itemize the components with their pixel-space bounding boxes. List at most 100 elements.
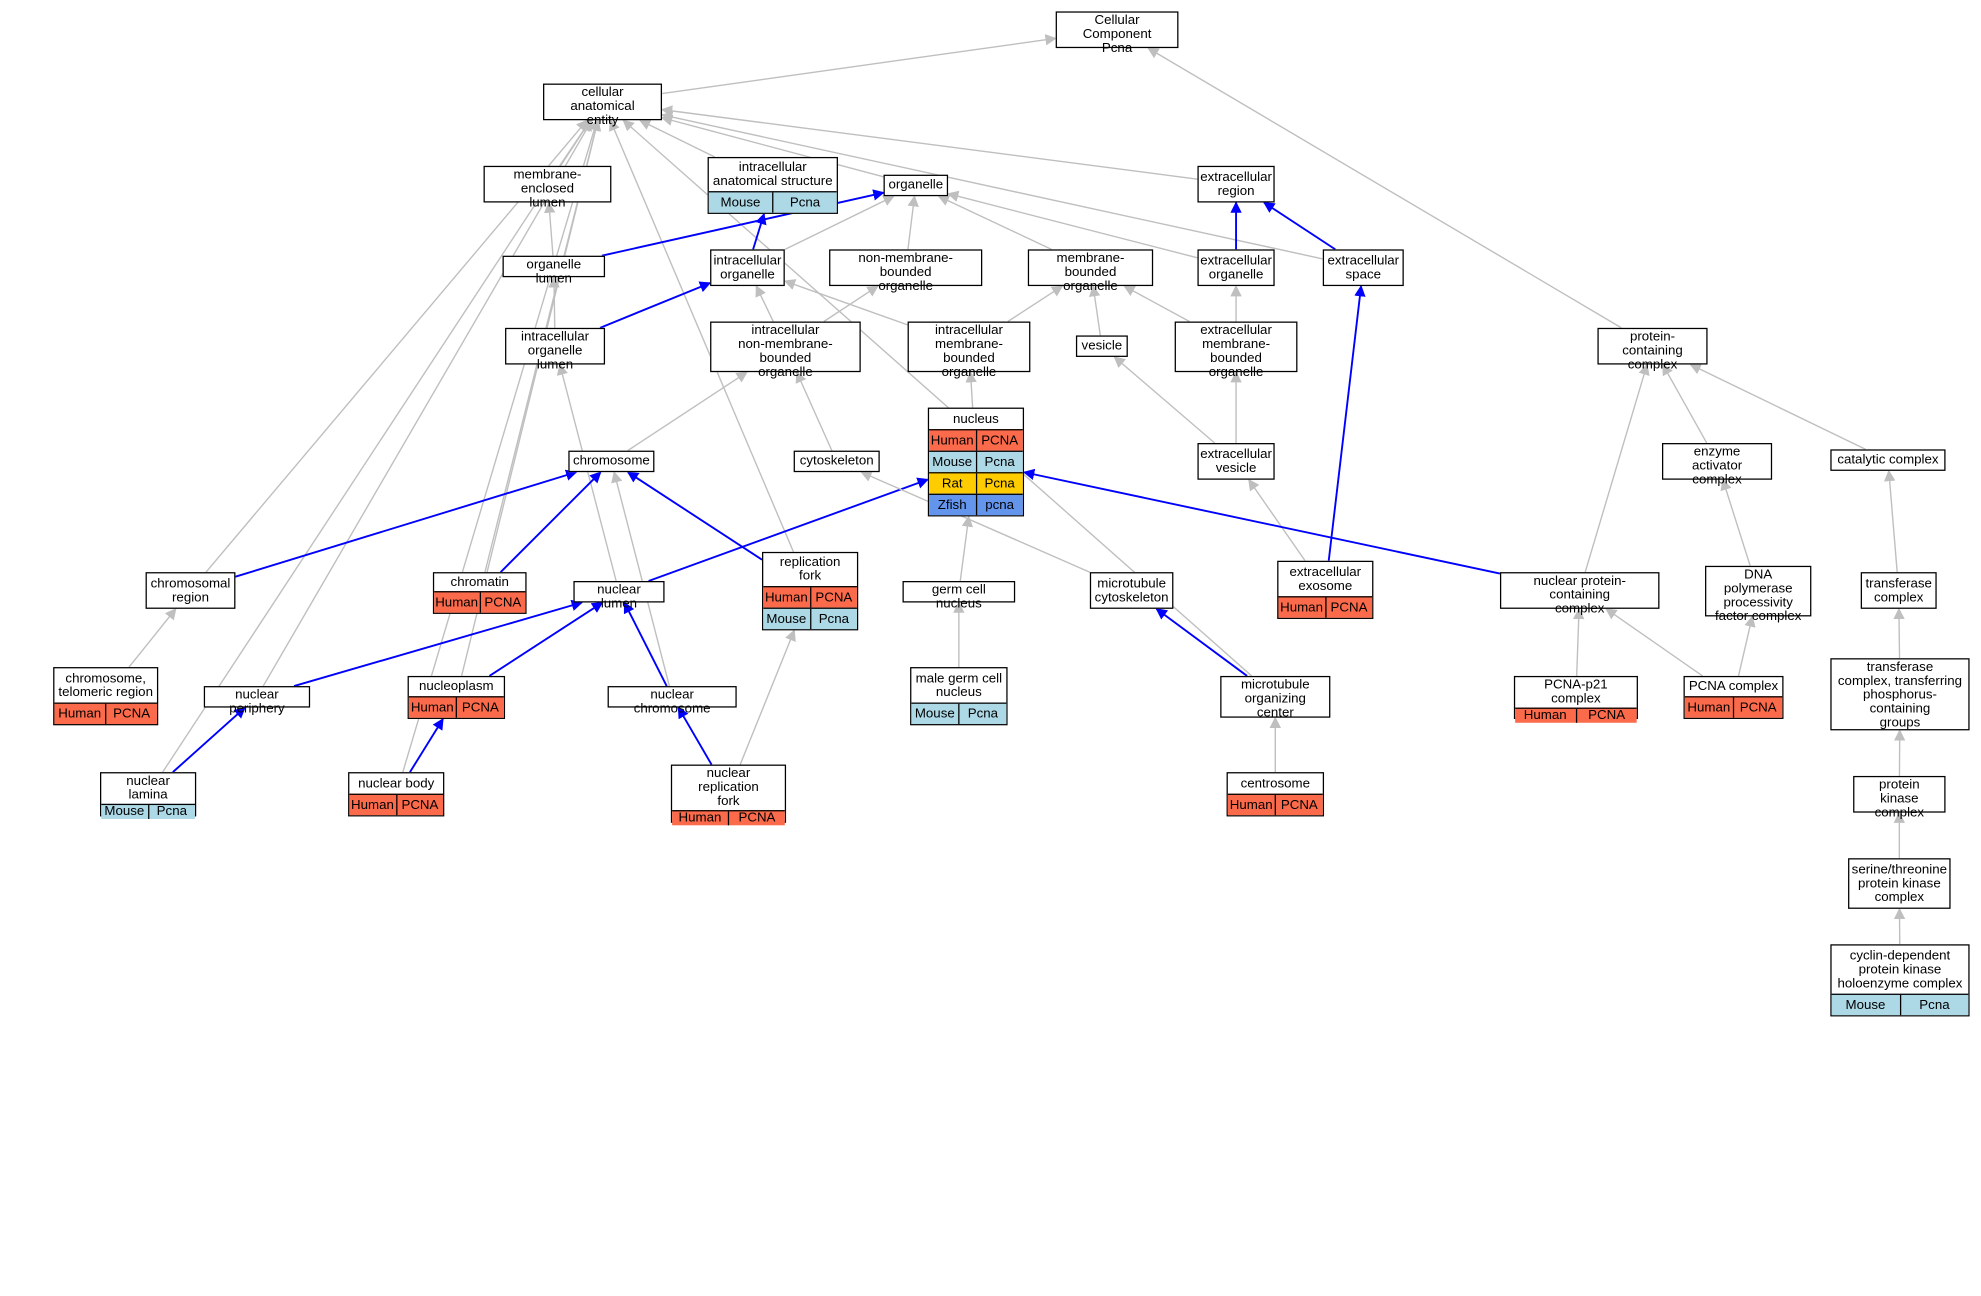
term-node-tc[interactable]: transferase complex	[1861, 572, 1937, 609]
term-node-embo[interactable]: extracellular membrane-bounded organelle	[1175, 322, 1298, 373]
species-name: Human	[672, 811, 728, 825]
term-label: nuclear replication fork	[672, 766, 785, 810]
term-node-cr[interactable]: chromosomal region	[146, 572, 236, 609]
species-name: Human	[763, 587, 809, 607]
term-node-cat[interactable]: catalytic complex	[1830, 449, 1945, 471]
term-node-vesicle[interactable]: vesicle	[1076, 335, 1128, 357]
term-label: extracellular membrane-bounded organelle	[1176, 323, 1296, 381]
term-label: replication fork	[763, 553, 857, 586]
term-label: cellular anatomical entity	[544, 85, 660, 129]
term-label: chromosome, telomeric region	[54, 668, 157, 702]
term-node-imbo[interactable]: intracellular membrane-bounded organelle	[908, 322, 1031, 373]
term-node-mbo[interactable]: membrane-bounded organelle	[1028, 249, 1153, 286]
term-node-ol[interactable]: organelle lumen	[503, 256, 606, 278]
term-label: nucleus	[929, 409, 1023, 429]
edge-chromatin-to-chromosome	[501, 472, 601, 572]
term-label: transferase complex	[1862, 573, 1935, 607]
term-node-pcc[interactable]: protein-containing complex	[1597, 328, 1707, 365]
term-node-io[interactable]: intracellular organelle	[710, 249, 785, 286]
edge-np-to-nl	[294, 603, 582, 687]
term-node-cdk[interactable]: cyclin-dependent protein kinase holoenzy…	[1830, 944, 1969, 1016]
term-node-cc[interactable]: Cellular Component Pcna	[1056, 11, 1179, 48]
term-node-chromosome[interactable]: chromosome	[568, 451, 654, 473]
term-label: cytoskeleton	[795, 452, 879, 471]
term-node-moc[interactable]: microtubule organizing center	[1220, 676, 1330, 718]
gene-symbol: Pcna	[147, 805, 194, 819]
edge-exo-to-es	[1329, 286, 1361, 561]
term-label: chromosome	[570, 452, 654, 471]
edge-moc-to-mtc	[1156, 609, 1247, 676]
gene-symbol: PCNA	[975, 430, 1022, 450]
term-node-nmbo[interactable]: non-membrane-bounded organelle	[829, 249, 982, 286]
species-name: Human	[349, 795, 395, 815]
gene-symbol: Pcna	[975, 452, 1022, 472]
gene-symbol: Pcna	[975, 473, 1022, 493]
term-node-iol[interactable]: intracellular organelle lumen	[505, 328, 605, 365]
term-label: nuclear lumen	[575, 582, 664, 612]
term-node-gcn[interactable]: germ cell nucleus	[903, 581, 1016, 603]
term-label: non-membrane-bounded organelle	[830, 251, 981, 295]
term-node-ev[interactable]: extracellular vesicle	[1197, 443, 1274, 480]
species-name: Mouse	[1832, 995, 1900, 1015]
species-name: Human	[1278, 597, 1324, 617]
edge-ctr-to-cr	[129, 609, 176, 667]
edge-rf-to-chromosome	[628, 472, 762, 560]
edge-p21-to-npc	[1577, 609, 1579, 676]
term-node-organelle[interactable]: organelle	[884, 175, 949, 197]
term-node-cytoskeleton[interactable]: cytoskeleton	[794, 451, 880, 473]
term-label: microtubule cytoskeleton	[1091, 573, 1172, 607]
term-node-es[interactable]: extracellular space	[1323, 249, 1404, 286]
term-node-eo[interactable]: extracellular organelle	[1197, 249, 1274, 286]
edge-nc-to-chromosome	[614, 472, 669, 686]
term-node-cae[interactable]: cellular anatomical entity	[543, 84, 662, 121]
term-node-nc[interactable]: nuclear chromosome	[608, 686, 737, 708]
term-node-stpk[interactable]: serine/threonine protein kinase complex	[1848, 858, 1951, 909]
term-node-npc[interactable]: nuclear protein-containing complex	[1500, 572, 1659, 609]
term-label: nuclear lamina	[101, 773, 195, 803]
term-node-mtc[interactable]: microtubule cytoskeleton	[1090, 572, 1174, 609]
term-node-nl[interactable]: nuclear lumen	[573, 581, 664, 603]
gene-symbol: Pcna	[772, 192, 837, 212]
term-label: chromosomal region	[147, 573, 234, 607]
term-node-np[interactable]: nuclear periphery	[204, 686, 310, 708]
term-node-pkc[interactable]: protein kinase complex	[1853, 776, 1945, 813]
edge-io-to-ias	[753, 214, 764, 249]
species-name: Mouse	[709, 192, 772, 212]
species-name: Human	[1228, 795, 1275, 815]
term-node-er[interactable]: extracellular region	[1197, 166, 1274, 203]
edge-eac-to-pcc	[1663, 365, 1707, 443]
term-node-inmbo[interactable]: intracellular non-membrane-bounded organ…	[710, 322, 861, 373]
term-node-mel[interactable]: membrane-enclosed lumen	[484, 166, 612, 203]
term-label: catalytic complex	[1832, 451, 1945, 470]
term-label: serine/threonine protein kinase complex	[1849, 859, 1949, 907]
term-node-tcp[interactable]: transferase complex, transferring phosph…	[1830, 658, 1969, 730]
term-label: extracellular exosome	[1278, 562, 1372, 596]
term-label: Cellular Component Pcna	[1057, 13, 1177, 57]
term-label: nucleoplasm	[409, 677, 504, 696]
term-node-dpp[interactable]: DNA polymerase processivity factor compl…	[1705, 566, 1811, 617]
term-node-eac[interactable]: enzyme activator complex	[1662, 443, 1772, 480]
